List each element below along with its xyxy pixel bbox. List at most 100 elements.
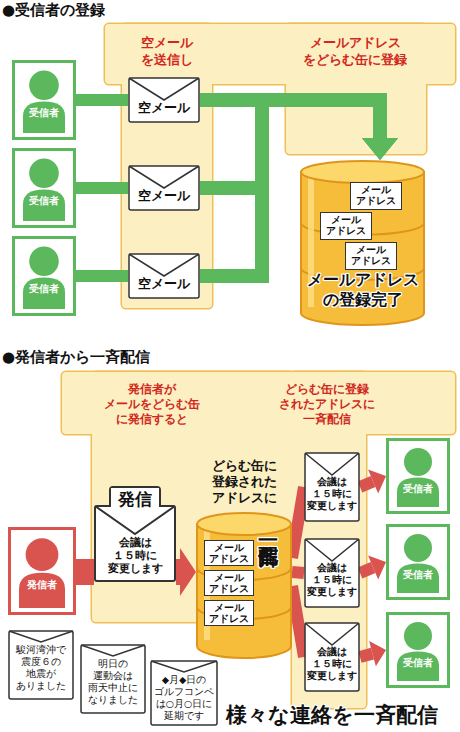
envelope: 空メール [128,165,200,211]
drum-body [197,524,291,658]
person-head [404,448,432,476]
send-envelope: 発信会議は １５時に 変更します [94,486,176,582]
connector-line [200,100,380,188]
person-box: 受信者 [12,60,76,140]
connector [292,586,304,657]
connector-line [176,559,180,585]
person-label: 受信者 [15,195,73,207]
connector [292,487,304,558]
envelope-flap [95,506,175,534]
address-card-text: メール アドレス [321,214,371,236]
envelope-body [9,631,73,699]
person-label: 受信者 [15,283,73,295]
person-icon [389,441,447,511]
envelope-body [95,506,175,581]
note-text: ◆月◆日の ゴルフコンペ は○月○日に 延期です [152,674,216,722]
envelope-label: 空メール [128,276,200,292]
address-card-text: メール アドレス [205,572,253,594]
envelope-text: 会議は １５時に 変更します [304,646,360,682]
message-note: ◆月◆日の ゴルフコンペ は○月○日に 延期です [150,660,218,726]
panel-note: 発信者が メールをどらむ缶 に発信すると [92,382,212,427]
address-card: メール アドレス [320,212,372,240]
person-icon [15,151,73,225]
envelope-body [129,78,199,122]
note-text: 明日の 運動会は 雨天中止に なりました [82,658,144,706]
section-heading: ●発信者から一斉配信 [2,348,150,366]
panel-note: 空メール を送信し [122,34,212,68]
person-head [29,158,59,188]
arrow-head [362,138,398,160]
arrow-head [368,555,386,579]
address-card-text: メール アドレス [205,602,253,624]
person-head [404,534,432,562]
person-head [404,622,432,650]
envelope-tab-cover [111,488,159,508]
person-label: 受信者 [15,107,73,119]
person-box: 受信者 [12,236,76,316]
person-icon [15,63,73,137]
connector [76,100,128,101]
message-note: 明日の 運動会は 雨天中止に なりました [80,644,146,714]
panel-column [122,24,212,308]
connector [200,100,398,188]
person-icon [11,530,73,612]
envelope-body [81,645,145,713]
connector [200,100,398,276]
connector-line [292,586,304,657]
drum-can-node: メールアドレス の登録完了メール アドレスメール アドレスメール アドレス [300,160,425,325]
drum-can-node: どらむ缶に 登録された アドレスに一斉配信メール アドレスメール アドレスメール… [196,458,292,658]
connector [76,188,128,189]
drum-lid [301,161,424,183]
person-box: 受信者 [386,438,450,514]
note-text: 駿河湾沖で 震度６の 地震が ありました [10,644,72,692]
arrow-head [180,548,196,596]
address-card: メール アドレス [345,242,397,270]
connector-line [360,567,373,573]
connector [176,548,196,596]
drum-lid [197,513,291,535]
envelope-flap [151,661,217,672]
person-label: 受信者 [389,657,447,669]
address-card: メール アドレス [204,570,254,596]
address-card-text: メール アドレス [351,184,401,206]
connector-line [292,572,304,573]
drum-text: どらむ缶に 登録された アドレスに [192,458,296,506]
address-card: メール アドレス [204,540,254,566]
envelope: 会議は １５時に 変更します [304,538,360,608]
envelope: 会議は １５時に 変更します [304,622,360,692]
address-card: メール アドレス [204,600,254,626]
person-label: 受信者 [389,569,447,581]
envelope: 空メール [128,253,200,299]
person-icon [389,615,447,685]
arrow-head [368,469,386,493]
connector [200,100,398,160]
envelope-flap [9,631,73,642]
arrow-head [362,138,398,160]
envelope-flap [305,539,359,561]
arrow-head [369,641,386,666]
envelope-label: 空メール [128,100,200,116]
connector-line [360,654,372,657]
person-head [29,70,59,100]
envelope: 空メール [128,77,200,123]
envelope-flap [305,623,359,645]
caption-text: 様々な連絡を一斉配信 [226,702,438,728]
connector-line [76,270,128,282]
connector [360,555,386,579]
person-label: 受信者 [389,483,447,495]
envelope-flap [129,78,199,100]
envelope-body [305,453,359,521]
drum-caption: メールアドレス の登録完了 [290,270,435,310]
connector [76,276,128,277]
envelope-text: 会議は １５時に 変更します [98,536,172,575]
envelope-body [305,539,359,607]
connector-line [76,182,128,194]
connector [360,641,386,666]
envelope-text: 発信 [110,489,160,509]
connector-line [200,100,380,276]
connector-line [292,487,304,558]
connector-line [76,559,94,585]
person-box: 受信者 [386,524,450,600]
envelope-flap [129,166,199,188]
